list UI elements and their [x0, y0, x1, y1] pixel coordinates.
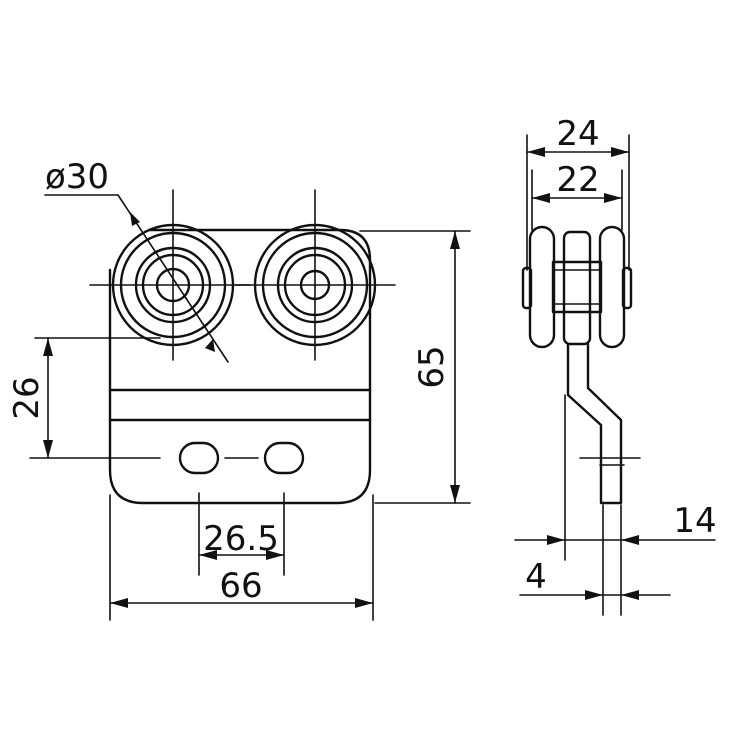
side-wheel-left: [528, 225, 556, 349]
slot-right: [263, 441, 305, 475]
side-bracket: [566, 342, 623, 505]
slot-left: [178, 441, 220, 475]
side-center-plate: [562, 230, 592, 346]
front-view: ø30 26 65 26.5: [7, 157, 471, 621]
dim-plate-width: 66: [219, 566, 262, 606]
dim-inner-width: 22: [556, 160, 599, 200]
side-hub: [551, 260, 603, 314]
diameter-leader: [44, 194, 229, 363]
dim-22-lines: [531, 169, 623, 231]
dim-14-lines: [514, 394, 716, 616]
dim-plate-height: 65: [412, 345, 452, 388]
dim-24-lines: [526, 134, 630, 271]
dim-hole-spacing: 26.5: [203, 519, 279, 559]
plate-outline: [108, 228, 372, 505]
wheel-left: [89, 189, 251, 361]
dim-wheel-diameter: ø30: [45, 157, 109, 197]
wheel-right: [234, 189, 396, 361]
dim-offset: 4: [525, 557, 547, 597]
side-view: 24 22 14 4: [514, 114, 717, 616]
dim-26-5-lines: [198, 492, 285, 576]
dim-26-lines: [34, 337, 161, 459]
side-wheel-right: [598, 225, 626, 349]
dim-65-lines: [359, 230, 471, 504]
dim-bracket-thickness: 14: [673, 501, 716, 541]
dim-outer-width: 24: [556, 114, 599, 154]
dim-hole-height: 26: [7, 376, 47, 419]
dim-4-lines: [519, 590, 671, 600]
dim-66-lines: [109, 494, 374, 621]
